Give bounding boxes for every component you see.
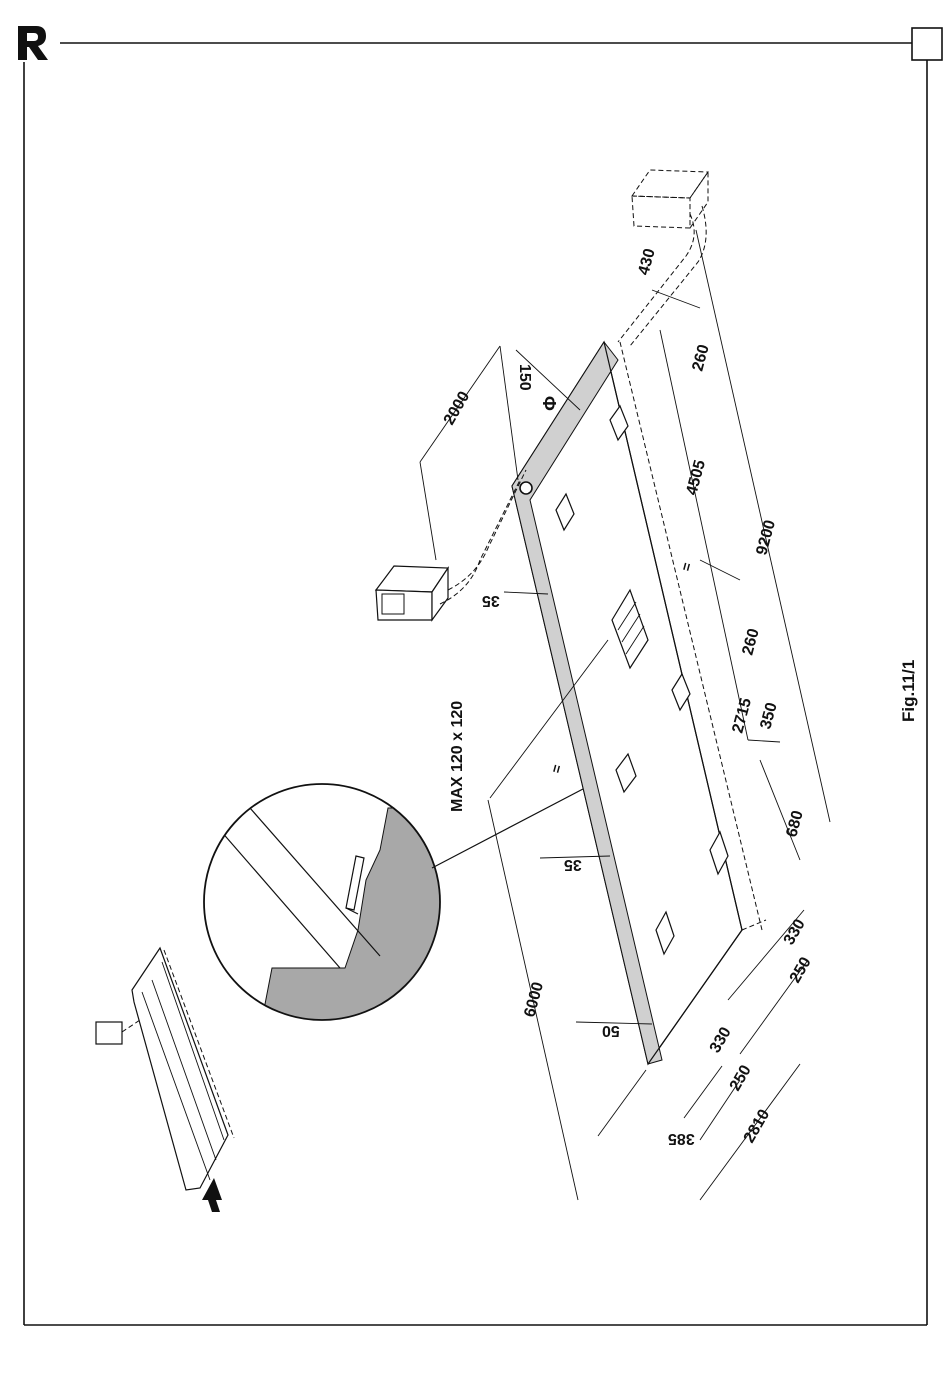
dim-50: 50 — [602, 1022, 620, 1039]
dim-4505: 4505 — [683, 458, 709, 497]
r-brand-logo-icon — [18, 26, 48, 60]
dim-330-bottom: 330 — [707, 1024, 735, 1056]
machine-unit-icon — [376, 470, 526, 620]
dim-eq-1: = — [677, 561, 695, 573]
dim-35-top: 35 — [482, 592, 500, 609]
dim-330-right: 330 — [781, 916, 809, 948]
dashed-machine-unit-icon — [618, 170, 708, 346]
dim-150: 150 — [516, 364, 533, 391]
dim-430: 430 — [635, 247, 658, 277]
dim-385: 385 — [668, 1130, 695, 1147]
direction-arrow-icon — [202, 1178, 222, 1212]
dim-6000: 6000 — [521, 980, 547, 1019]
small-machine-unit-icon — [96, 1022, 122, 1044]
drawing-frame — [24, 28, 942, 1325]
dim-260-mid: 260 — [739, 627, 762, 657]
dim-2000: 2000 — [441, 389, 474, 428]
dim-260-top: 260 — [689, 343, 712, 373]
figure-caption: Fig.11/1 — [899, 660, 918, 722]
dim-eq-2: = — [547, 763, 565, 775]
dim-2810: 2810 — [741, 1107, 774, 1146]
dim-680: 680 — [783, 809, 806, 839]
dim-250-right: 250 — [787, 954, 815, 986]
max-opening-label: MAX 120 x 120 — [449, 701, 466, 812]
overview-floor-plan-icon — [96, 948, 234, 1190]
dim-diameter-symbol: Φ — [539, 396, 559, 411]
room-floor-plan — [512, 338, 766, 1064]
dim-350: 350 — [757, 701, 780, 731]
dim-2715: 2715 — [729, 696, 755, 735]
dim-250-bottom: 250 — [727, 1062, 755, 1094]
dim-9200: 9200 — [753, 518, 779, 557]
dim-35-mid: 35 — [564, 856, 582, 873]
page-number-box-icon — [912, 28, 942, 60]
